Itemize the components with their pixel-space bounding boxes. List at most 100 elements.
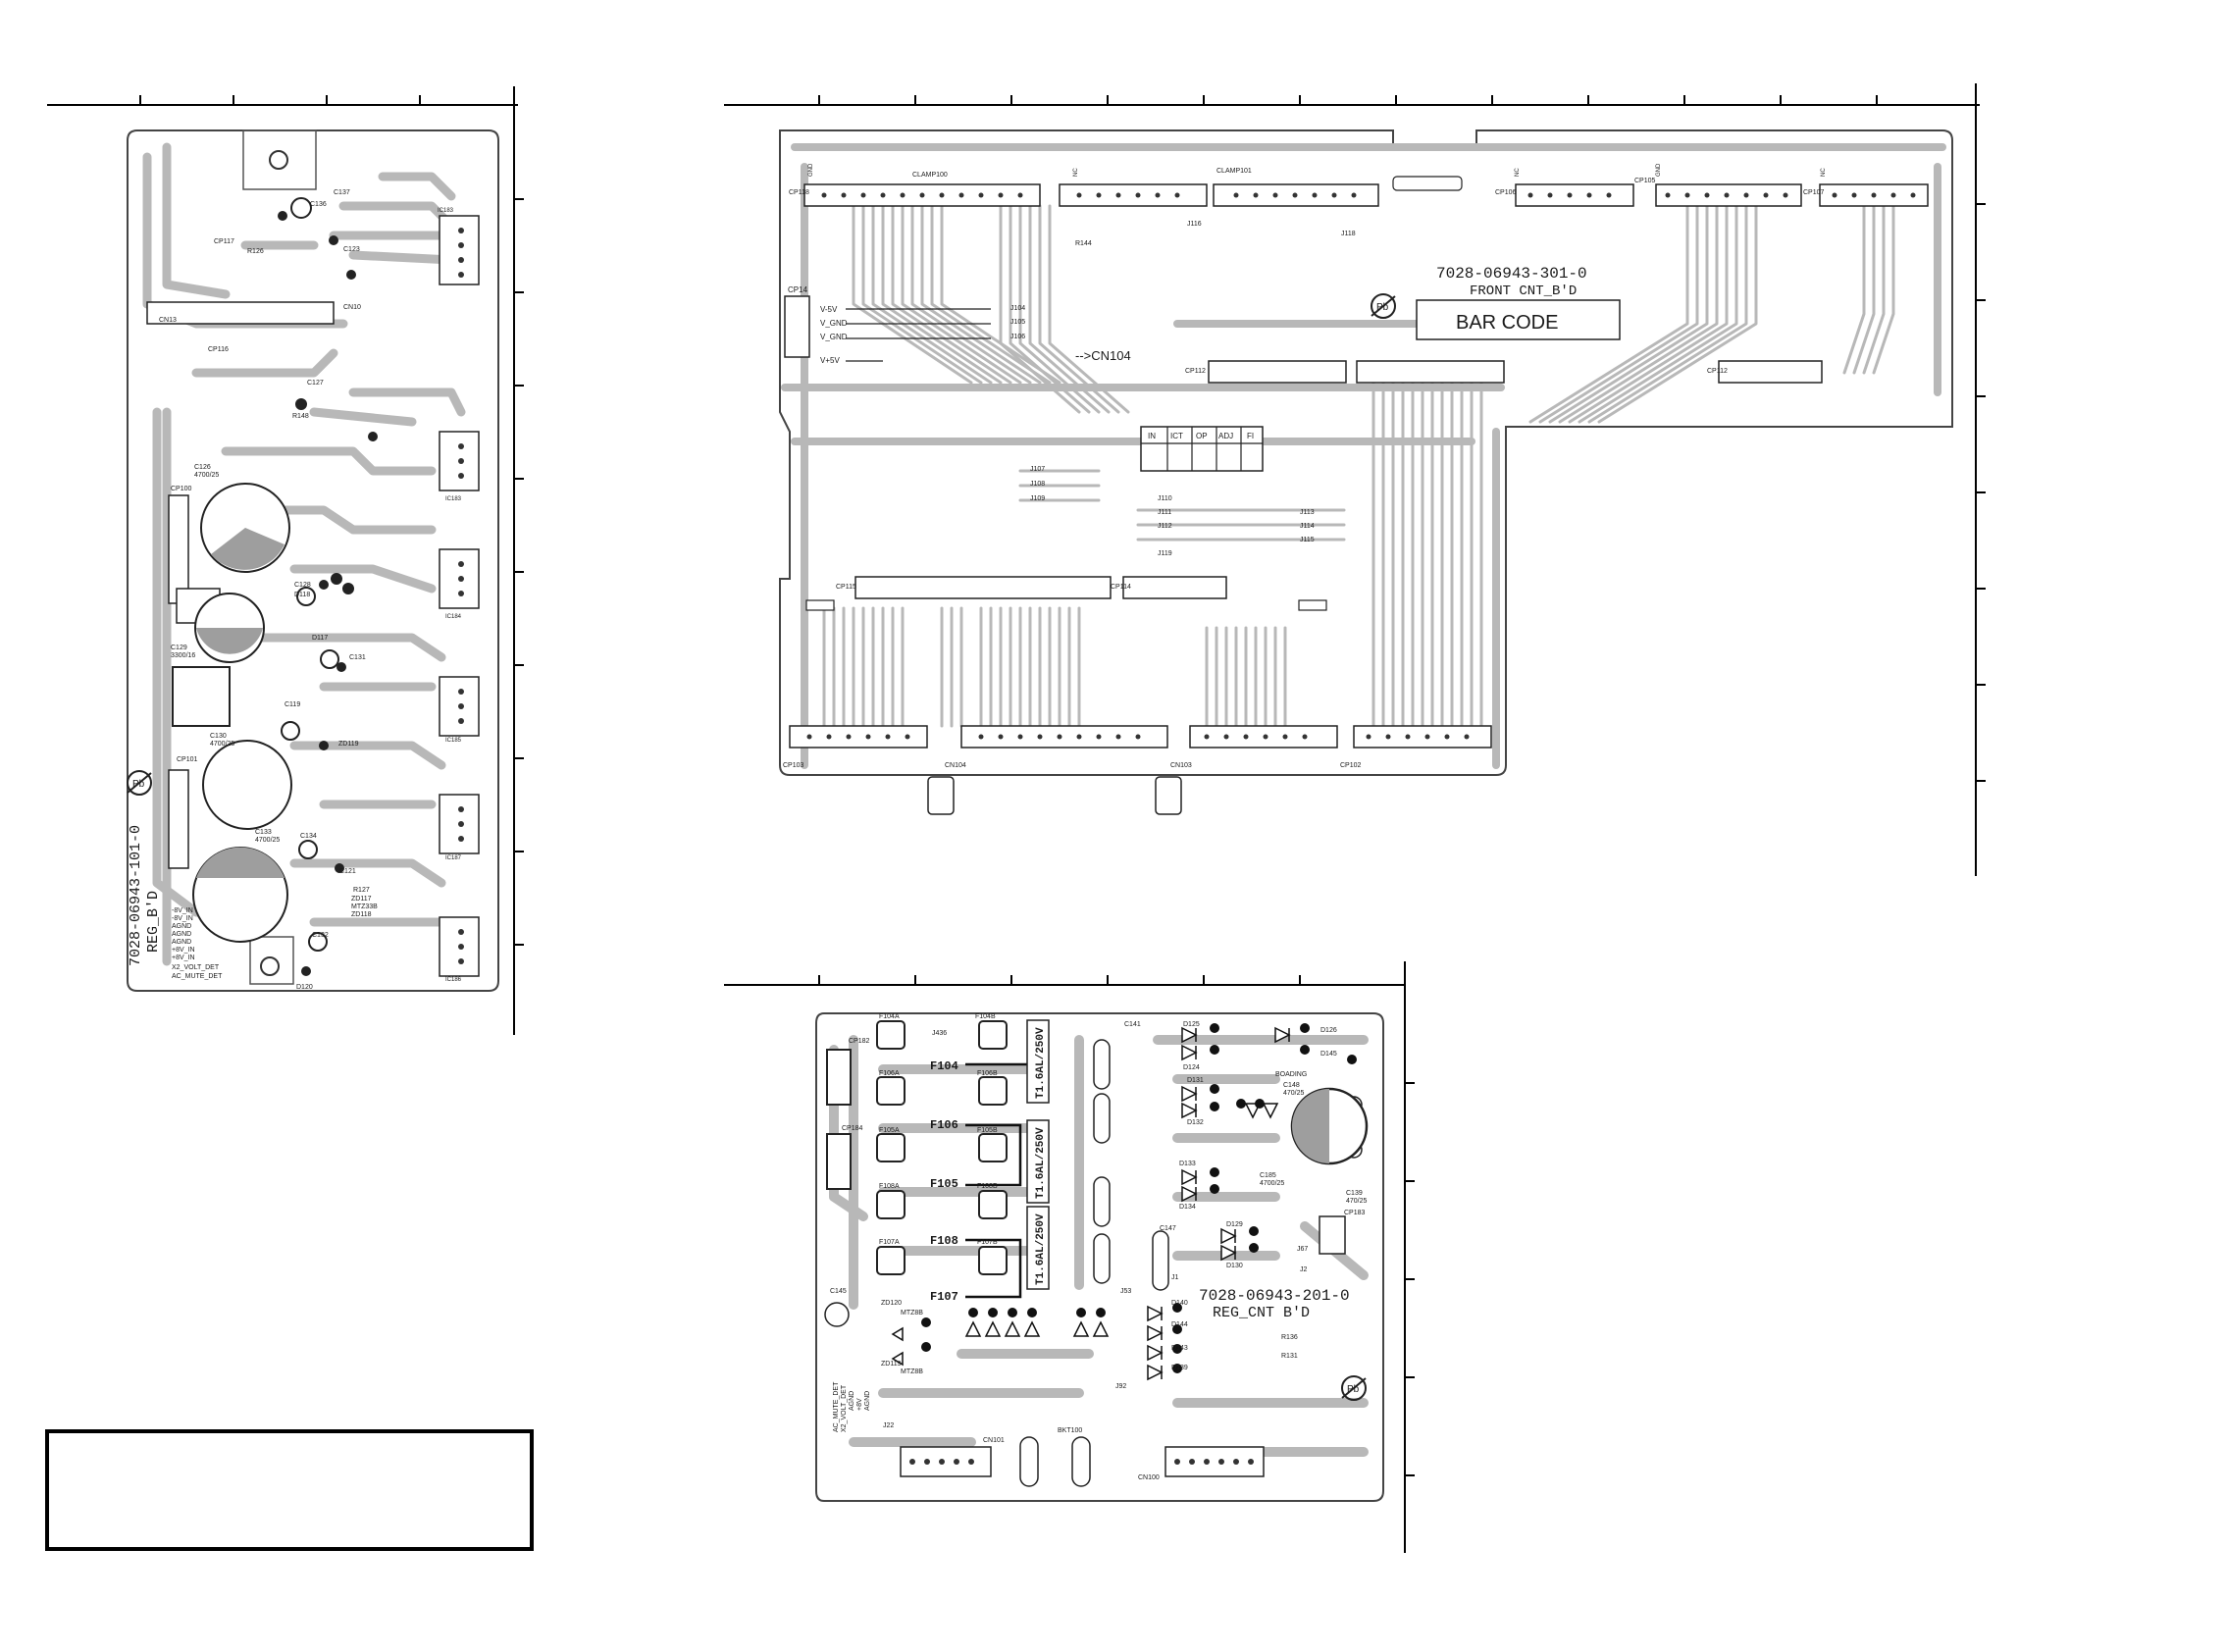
table-header-adj: ADJ bbox=[1218, 432, 1233, 440]
svg-text:4700/25: 4700/25 bbox=[194, 472, 219, 479]
reg-board: C137 C136 C123 R126 CP117 CN13 CP116 CN1… bbox=[127, 129, 499, 992]
svg-text:F106B: F106B bbox=[977, 1070, 998, 1077]
svg-text:MTZ8B: MTZ8B bbox=[901, 1310, 923, 1316]
svg-text:CN103: CN103 bbox=[1170, 762, 1192, 769]
svg-text:IC186: IC186 bbox=[445, 977, 462, 983]
svg-text:R136: R136 bbox=[1281, 1334, 1298, 1341]
svg-text:AGND: AGND bbox=[172, 931, 191, 938]
svg-text:IC185: IC185 bbox=[445, 738, 462, 744]
svg-text:J22: J22 bbox=[883, 1422, 894, 1429]
svg-text:AC_MUTE_DET: AC_MUTE_DET bbox=[172, 973, 223, 980]
svg-text:CN100: CN100 bbox=[1138, 1474, 1160, 1481]
svg-text:J107: J107 bbox=[1030, 466, 1045, 473]
reg-cnt-part-number: 7028-06943-201-0 bbox=[1199, 1287, 1350, 1305]
svg-text:J110: J110 bbox=[1158, 495, 1172, 502]
svg-text:J1: J1 bbox=[1171, 1274, 1179, 1281]
svg-text:R148: R148 bbox=[292, 413, 309, 420]
svg-text:C141: C141 bbox=[1124, 1021, 1141, 1028]
svg-text:D139: D139 bbox=[1171, 1365, 1188, 1371]
svg-text:F107B: F107B bbox=[977, 1239, 998, 1246]
svg-text:T1.6AL/250V: T1.6AL/250V bbox=[1035, 1213, 1047, 1285]
svg-text:F104A: F104A bbox=[879, 1013, 900, 1020]
svg-text:D133: D133 bbox=[1179, 1161, 1196, 1167]
fuse-label: F105 bbox=[930, 1177, 958, 1191]
svg-text:4700/25: 4700/25 bbox=[255, 837, 280, 844]
solder-pads bbox=[921, 1023, 1357, 1373]
svg-text:C133: C133 bbox=[255, 829, 272, 836]
diodes bbox=[891, 1026, 1291, 1381]
table-header-fi: FI bbox=[1247, 432, 1254, 440]
copper-traces bbox=[142, 142, 466, 966]
svg-text:GND: GND bbox=[808, 163, 814, 177]
svg-text:Pb: Pb bbox=[132, 779, 145, 790]
svg-text:NC: NC bbox=[1515, 168, 1521, 177]
reg-cnt-board: F104 F106 F105 F108 F107 T1.6AL/250V T1.… bbox=[815, 1012, 1384, 1502]
svg-text:C185: C185 bbox=[1260, 1172, 1276, 1179]
svg-text:GND: GND bbox=[1656, 163, 1662, 177]
svg-text:J111: J111 bbox=[1158, 509, 1171, 516]
svg-text:C121: C121 bbox=[339, 868, 356, 875]
svg-text:X2_VOLT_DET: X2_VOLT_DET bbox=[841, 1384, 848, 1432]
svg-text:AGND: AGND bbox=[864, 1391, 871, 1411]
svg-text:NC: NC bbox=[1821, 168, 1827, 177]
reg-cnt-board-name: REG_CNT B'D bbox=[1213, 1305, 1310, 1321]
svg-text:C123: C123 bbox=[343, 246, 360, 253]
svg-text:4700/25: 4700/25 bbox=[1260, 1180, 1284, 1187]
svg-text:C136: C136 bbox=[310, 201, 327, 208]
fuse-label: F104 bbox=[930, 1059, 958, 1073]
svg-text:X2_VOLT_DET: X2_VOLT_DET bbox=[172, 964, 220, 971]
svg-text:Pb: Pb bbox=[1376, 302, 1389, 313]
svg-text:D125: D125 bbox=[1183, 1021, 1200, 1028]
pb-mark-icon: Pb bbox=[1341, 1375, 1367, 1401]
svg-text:C139: C139 bbox=[1346, 1190, 1363, 1197]
svg-text:ZD119: ZD119 bbox=[881, 1361, 902, 1368]
pb-mark-icon: Pb bbox=[127, 770, 152, 796]
svg-text:CP100: CP100 bbox=[171, 486, 192, 492]
svg-text:C145: C145 bbox=[830, 1288, 847, 1295]
svg-text:J119: J119 bbox=[1158, 550, 1172, 557]
svg-text:CP182: CP182 bbox=[849, 1038, 870, 1045]
svg-text:CP107: CP107 bbox=[1803, 189, 1825, 196]
svg-text:F104B: F104B bbox=[975, 1013, 996, 1020]
svg-text:D144: D144 bbox=[1171, 1321, 1188, 1328]
svg-text:R131: R131 bbox=[1281, 1353, 1298, 1360]
svg-text:C148: C148 bbox=[1283, 1082, 1300, 1089]
svg-text:CP102: CP102 bbox=[1340, 762, 1362, 769]
svg-text:CP103: CP103 bbox=[783, 762, 804, 769]
svg-text:D132: D132 bbox=[1187, 1119, 1204, 1126]
svg-text:CP117: CP117 bbox=[214, 238, 234, 245]
cp14-label: V-5V bbox=[820, 305, 838, 314]
svg-text:NC: NC bbox=[1073, 168, 1079, 177]
svg-text:CN13: CN13 bbox=[159, 317, 177, 324]
pb-mark-icon: Pb bbox=[1371, 293, 1396, 319]
table-header-ict: ICT bbox=[1170, 432, 1183, 440]
svg-text:CP105: CP105 bbox=[1634, 178, 1656, 184]
svg-text:CP101: CP101 bbox=[177, 756, 198, 763]
reg-board-name: REG_B'D bbox=[145, 891, 162, 953]
svg-text:AC_MUTE_DET: AC_MUTE_DET bbox=[833, 1381, 840, 1432]
svg-text:R126: R126 bbox=[247, 248, 264, 255]
mounting-hole bbox=[269, 150, 288, 170]
svg-text:J105: J105 bbox=[1010, 319, 1025, 326]
mounting-hole bbox=[260, 956, 280, 976]
svg-text:C119: C119 bbox=[285, 701, 300, 708]
svg-text:D117: D117 bbox=[312, 635, 328, 642]
svg-text:F108A: F108A bbox=[879, 1183, 900, 1190]
svg-text:470/25: 470/25 bbox=[1346, 1198, 1368, 1205]
svg-text:CP184: CP184 bbox=[842, 1125, 863, 1132]
front-cnt-board: CP14 V-5V V_GND V_GND V+5V CN104" --> --… bbox=[779, 129, 1953, 815]
svg-text:R144: R144 bbox=[1075, 240, 1092, 247]
svg-text:T1.6AL/250V: T1.6AL/250V bbox=[1035, 1127, 1047, 1199]
svg-text:CLAMP101: CLAMP101 bbox=[1216, 168, 1252, 175]
svg-text:J118: J118 bbox=[1341, 231, 1356, 237]
svg-text:J2: J2 bbox=[1300, 1266, 1308, 1273]
ruler-ticks bbox=[139, 95, 1986, 1476]
svg-text:470/25: 470/25 bbox=[1283, 1090, 1305, 1097]
reg-board-part-number: 7028-06943-101-0 bbox=[128, 825, 144, 966]
svg-text:ZD117: ZD117 bbox=[351, 896, 372, 903]
svg-text:-8V_IN: -8V_IN bbox=[172, 907, 193, 914]
svg-text:4700/25: 4700/25 bbox=[210, 741, 234, 748]
svg-text:D118: D118 bbox=[294, 592, 310, 598]
svg-text:MTZ8B: MTZ8B bbox=[901, 1368, 923, 1375]
svg-text:F108B: F108B bbox=[977, 1183, 998, 1190]
